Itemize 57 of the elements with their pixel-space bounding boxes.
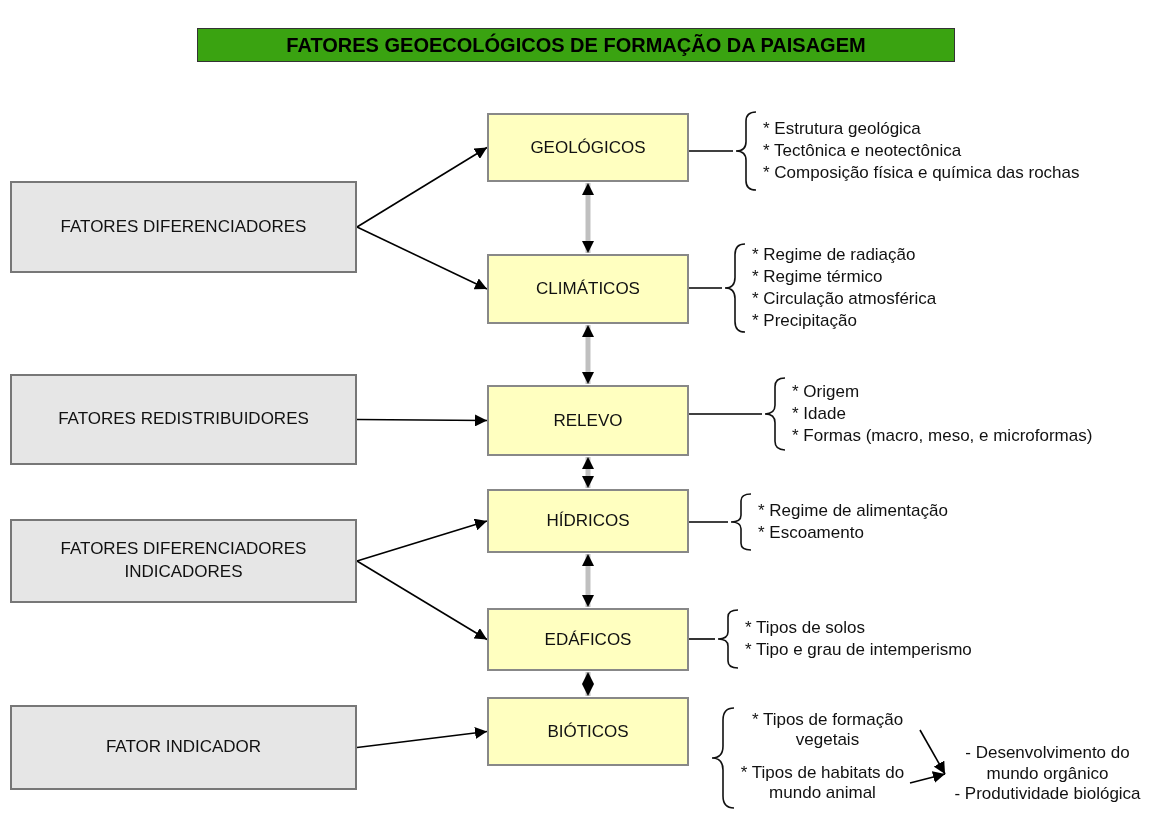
box-label: EDÁFICOS [544, 629, 632, 650]
list-item: * Precipitação [752, 310, 858, 333]
box-label: HÍDRICOS [546, 511, 630, 531]
list-item: - Produtividade biológica [954, 784, 1141, 805]
connector-line [688, 150, 734, 152]
factor-box [487, 113, 689, 182]
factor-group-box [10, 519, 357, 603]
box-label: FATORES DIFERENCIADORES INDICADORES [59, 538, 308, 583]
box-label: CLIMÁTICOS [536, 279, 640, 299]
list-item: * Tipos de formação vegetais [750, 709, 905, 751]
factor-box [487, 385, 689, 456]
factor-box [487, 608, 689, 671]
factor-box [487, 697, 689, 766]
list-item: * Origem [792, 380, 861, 403]
list-item: * Circulação atmosférica [752, 288, 938, 310]
list-item: * Formas (macro, meso, e microformas) [792, 425, 1094, 448]
arrow [356, 560, 488, 641]
arrow [582, 457, 594, 488]
arrow [582, 325, 594, 384]
box-label: FATORES REDISTRIBUIDORES [58, 408, 309, 431]
list-item: * Tectônica e neotectônica [763, 139, 963, 162]
factor-group-box [10, 374, 357, 465]
list-item: * Escoamento [758, 522, 865, 544]
connector-line [688, 413, 763, 415]
arrow [919, 729, 946, 775]
list-item: * Composição física e química das rochas [763, 162, 1081, 185]
list-item: * Estrutura geológica [763, 117, 922, 140]
list-item: * Regime de radiação [752, 243, 917, 266]
connector-line [688, 638, 716, 640]
factor-group-box [10, 705, 357, 790]
connector-line [688, 521, 729, 523]
factor-box [487, 254, 689, 324]
title-banner: FATORES GEOECOLÓGICOS DE FORMAÇÃO DA PAISAGEM [197, 28, 955, 62]
list-item: * Idade [792, 402, 847, 425]
arrow [582, 554, 594, 607]
arrow [582, 672, 594, 696]
connector-line [688, 287, 723, 289]
list-item: * Regime térmico [752, 265, 884, 288]
box-label: FATOR INDICADOR [105, 736, 262, 759]
box-label: FATORES DIFERENCIADORES [60, 215, 307, 238]
arrow [582, 183, 594, 253]
arrow [356, 146, 488, 228]
factor-group-box [10, 181, 357, 273]
factor-box [487, 489, 689, 553]
box-label: RELEVO [553, 410, 623, 431]
list-item: * Regime de alimentação [758, 499, 949, 522]
list-item: * Tipos de solos [745, 616, 866, 639]
box-label: BIÓTICOS [547, 721, 629, 742]
arrow [356, 727, 488, 749]
arrow [356, 518, 488, 562]
arrow [909, 771, 946, 784]
arrow [356, 226, 488, 290]
box-label: GEOLÓGICOS [530, 137, 646, 158]
list-item: * Tipo e grau de intemperismo [745, 639, 973, 661]
arrow [356, 414, 488, 427]
list-item: * Tipos de habitats do mundo animal [739, 762, 906, 804]
list-item: - Desenvolvimento do mundo orgânico [964, 743, 1131, 785]
